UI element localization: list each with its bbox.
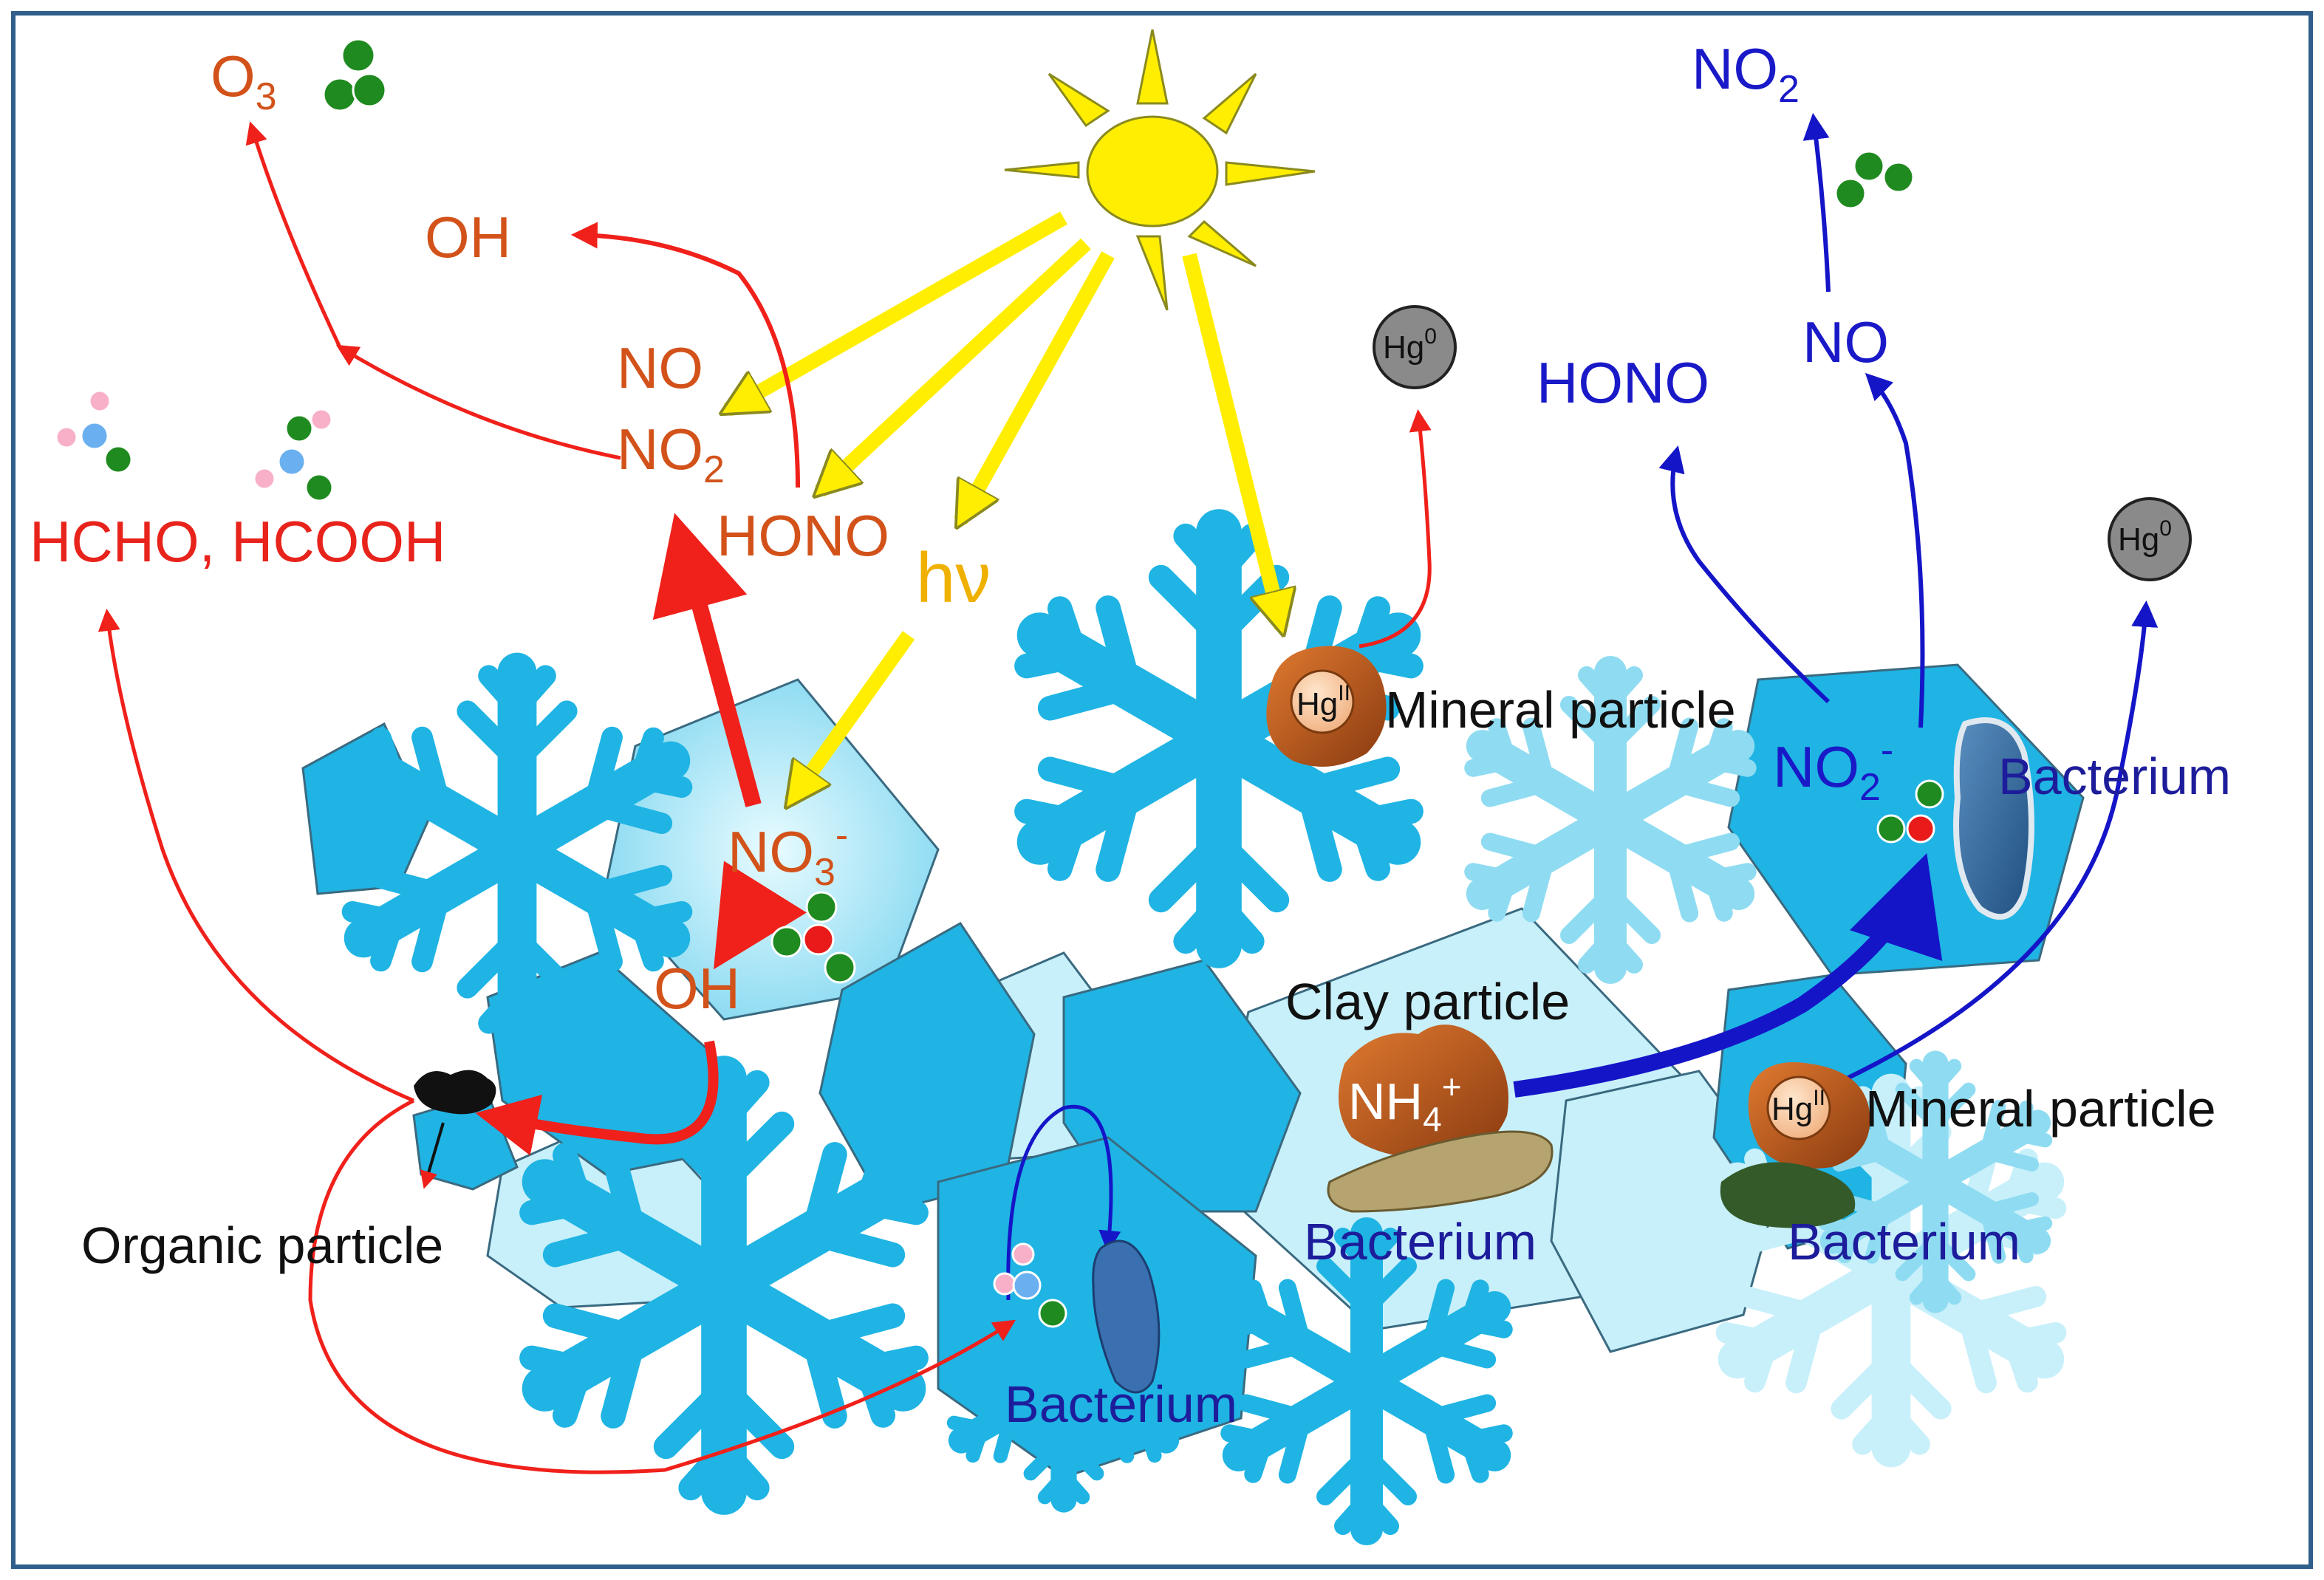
bacterium-top-right bbox=[1953, 717, 2034, 920]
label-bacterium-right: Bacterium bbox=[1788, 1213, 2020, 1271]
blue-arrows bbox=[1006, 112, 2159, 1301]
label-nh4: NH4+ bbox=[1348, 1067, 1462, 1138]
clay-particle bbox=[1327, 1025, 1554, 1213]
label-hv: hν bbox=[916, 538, 991, 618]
particle-icon bbox=[1339, 1025, 1508, 1158]
bacterium-icon bbox=[1720, 1162, 1856, 1228]
label-no2-ion: NO2- bbox=[1773, 729, 1893, 809]
molecule-icons bbox=[55, 38, 1944, 1328]
label-bacterium-mid: Bacterium bbox=[1304, 1213, 1537, 1271]
bacterium-bottom bbox=[1092, 1239, 1161, 1394]
arrow-hg2-to-hg0-left bbox=[1358, 409, 1432, 649]
label-no2-right: NO2 bbox=[1692, 36, 1800, 111]
label-bacterium-top-right: Bacterium bbox=[1998, 748, 2231, 805]
arrow-nh4-to-no2ion bbox=[1513, 852, 1943, 1098]
labels: O3 OH NO NO2 HONO HCHO, HCOOH hν NO3- OH… bbox=[30, 36, 2231, 1433]
label-oh-top: OH bbox=[425, 205, 511, 270]
label-hg2-b: HgII bbox=[1771, 1086, 1825, 1127]
molecule-icon bbox=[1876, 779, 1944, 844]
molecule-icon bbox=[55, 389, 133, 474]
arrow-mineral-to-hg0 bbox=[1845, 600, 2159, 1081]
bacterium-icon bbox=[1327, 1130, 1554, 1213]
hg0-sphere-a bbox=[1373, 305, 1457, 389]
label-hono-right: HONO bbox=[1537, 350, 1709, 415]
label-clay-particle: Clay particle bbox=[1285, 973, 1570, 1030]
arrow-no2ion-to-no bbox=[1865, 372, 1925, 728]
photolysis-rays bbox=[728, 211, 1282, 801]
arrow-no2-to-o3 bbox=[335, 344, 621, 460]
arrow-hono-to-oh bbox=[570, 222, 800, 488]
arrow-oh-to-organic bbox=[475, 1040, 719, 1156]
label-no-right: NO bbox=[1802, 309, 1889, 375]
label-hg0-a: Hg0 bbox=[1383, 324, 1437, 366]
label-hcho-hcooh: HCHO, HCOOH bbox=[30, 509, 445, 574]
label-hono-left: HONO bbox=[717, 503, 889, 568]
label-mineral-particle-b: Mineral particle bbox=[1865, 1080, 2216, 1138]
label-hg2-a: HgII bbox=[1296, 681, 1350, 722]
mineral-particle-a bbox=[1266, 646, 1387, 767]
label-no3: NO3- bbox=[728, 814, 848, 894]
label-mineral-particle-a: Mineral particle bbox=[1385, 681, 1736, 739]
arrow-no3-to-no2 bbox=[652, 513, 762, 807]
label-o3: O3 bbox=[211, 44, 277, 118]
molecule-icon bbox=[322, 38, 387, 112]
label-hg0-b: Hg0 bbox=[2118, 516, 2172, 558]
arrow-no-to-no2 bbox=[1802, 112, 1831, 293]
arrow-no3-to-oh bbox=[714, 861, 807, 970]
bacterium-icon bbox=[1953, 717, 2034, 920]
molecule-icon bbox=[770, 891, 856, 984]
hg0-sphere-b bbox=[2108, 497, 2192, 581]
arrow-o3-branch bbox=[245, 121, 342, 349]
molecule-icon bbox=[253, 408, 334, 502]
mineral-particle-b bbox=[1720, 1062, 1870, 1228]
arrow-organic-to-hcho bbox=[98, 609, 414, 1103]
particle-icon bbox=[414, 1070, 496, 1115]
arrow-organic-to-bacterium bbox=[308, 1098, 1016, 1474]
arrow-bacterium-loop bbox=[1006, 1104, 1121, 1301]
bacterium-icon bbox=[1092, 1239, 1161, 1394]
label-bacterium-bottom: Bacterium bbox=[1005, 1375, 1237, 1433]
sun-icon bbox=[1004, 29, 1316, 311]
arrow-no2ion-to-hono bbox=[1658, 445, 1831, 704]
label-oh-lower: OH bbox=[654, 956, 740, 1021]
red-arrows bbox=[98, 121, 1432, 1474]
label-no-left: NO bbox=[617, 335, 703, 400]
molecule-icon bbox=[1834, 150, 1915, 210]
label-organic-particle: Organic particle bbox=[81, 1217, 443, 1274]
label-no2-left: NO2 bbox=[617, 417, 725, 491]
organic-particle bbox=[414, 1070, 496, 1189]
molecule-icon bbox=[993, 1242, 1067, 1328]
